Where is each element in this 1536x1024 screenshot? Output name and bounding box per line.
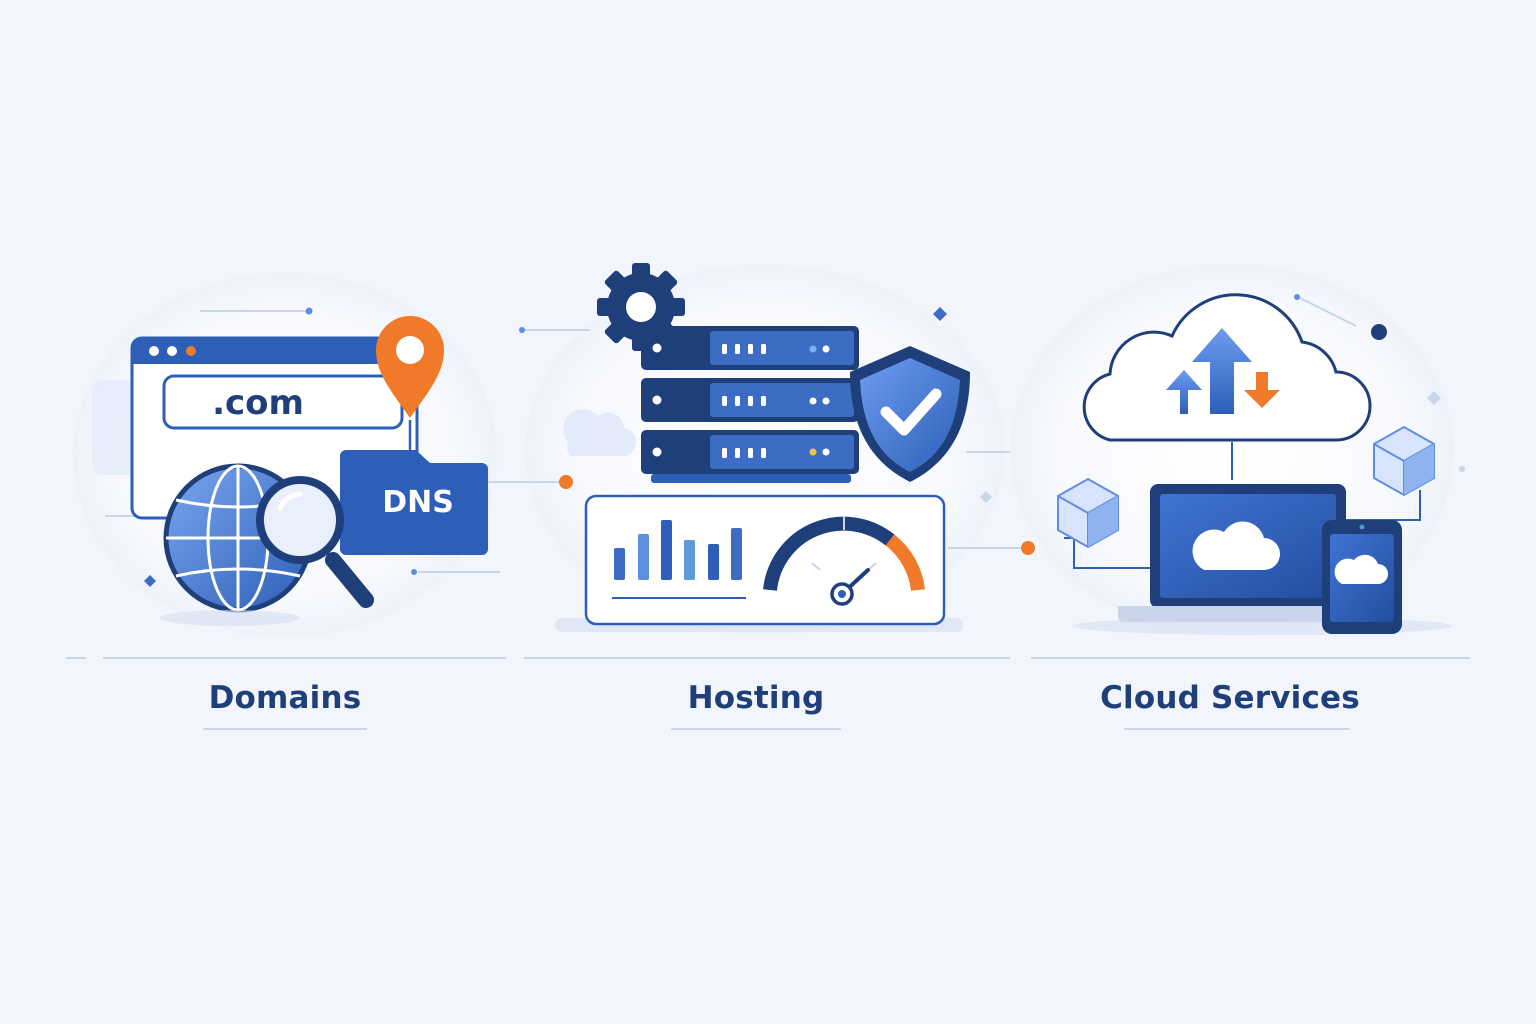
dns-folder-icon: DNS <box>340 450 488 555</box>
server-rack-icon <box>641 326 859 483</box>
laptop-cloud-icon <box>1072 484 1452 635</box>
hosting-illustration <box>488 263 1038 635</box>
label-underline <box>671 728 841 730</box>
phone-cloud-icon <box>1322 520 1402 634</box>
cloud-upload-download-icon <box>1082 293 1372 442</box>
shield-check-icon <box>850 346 970 482</box>
cube-icon <box>1057 477 1119 549</box>
cloud-services-illustration <box>1010 264 1465 636</box>
section-label-cloud-services: Cloud Services <box>1100 680 1360 716</box>
label-underline <box>1124 728 1350 730</box>
cube-icon <box>1373 425 1435 497</box>
section-label-hosting: Hosting <box>687 680 825 716</box>
dashboard-panel <box>555 494 963 632</box>
domain-text: .com <box>212 383 304 423</box>
speed-gauge-icon <box>763 516 925 606</box>
domains-illustration: .com DNS <box>73 273 500 637</box>
bar-chart-icon <box>612 520 746 599</box>
dns-text: DNS <box>382 485 454 520</box>
magnifier-icon <box>256 476 374 608</box>
section-label-domains: Domains <box>208 680 362 716</box>
label-underline <box>203 728 367 730</box>
gear-icon <box>597 263 685 351</box>
